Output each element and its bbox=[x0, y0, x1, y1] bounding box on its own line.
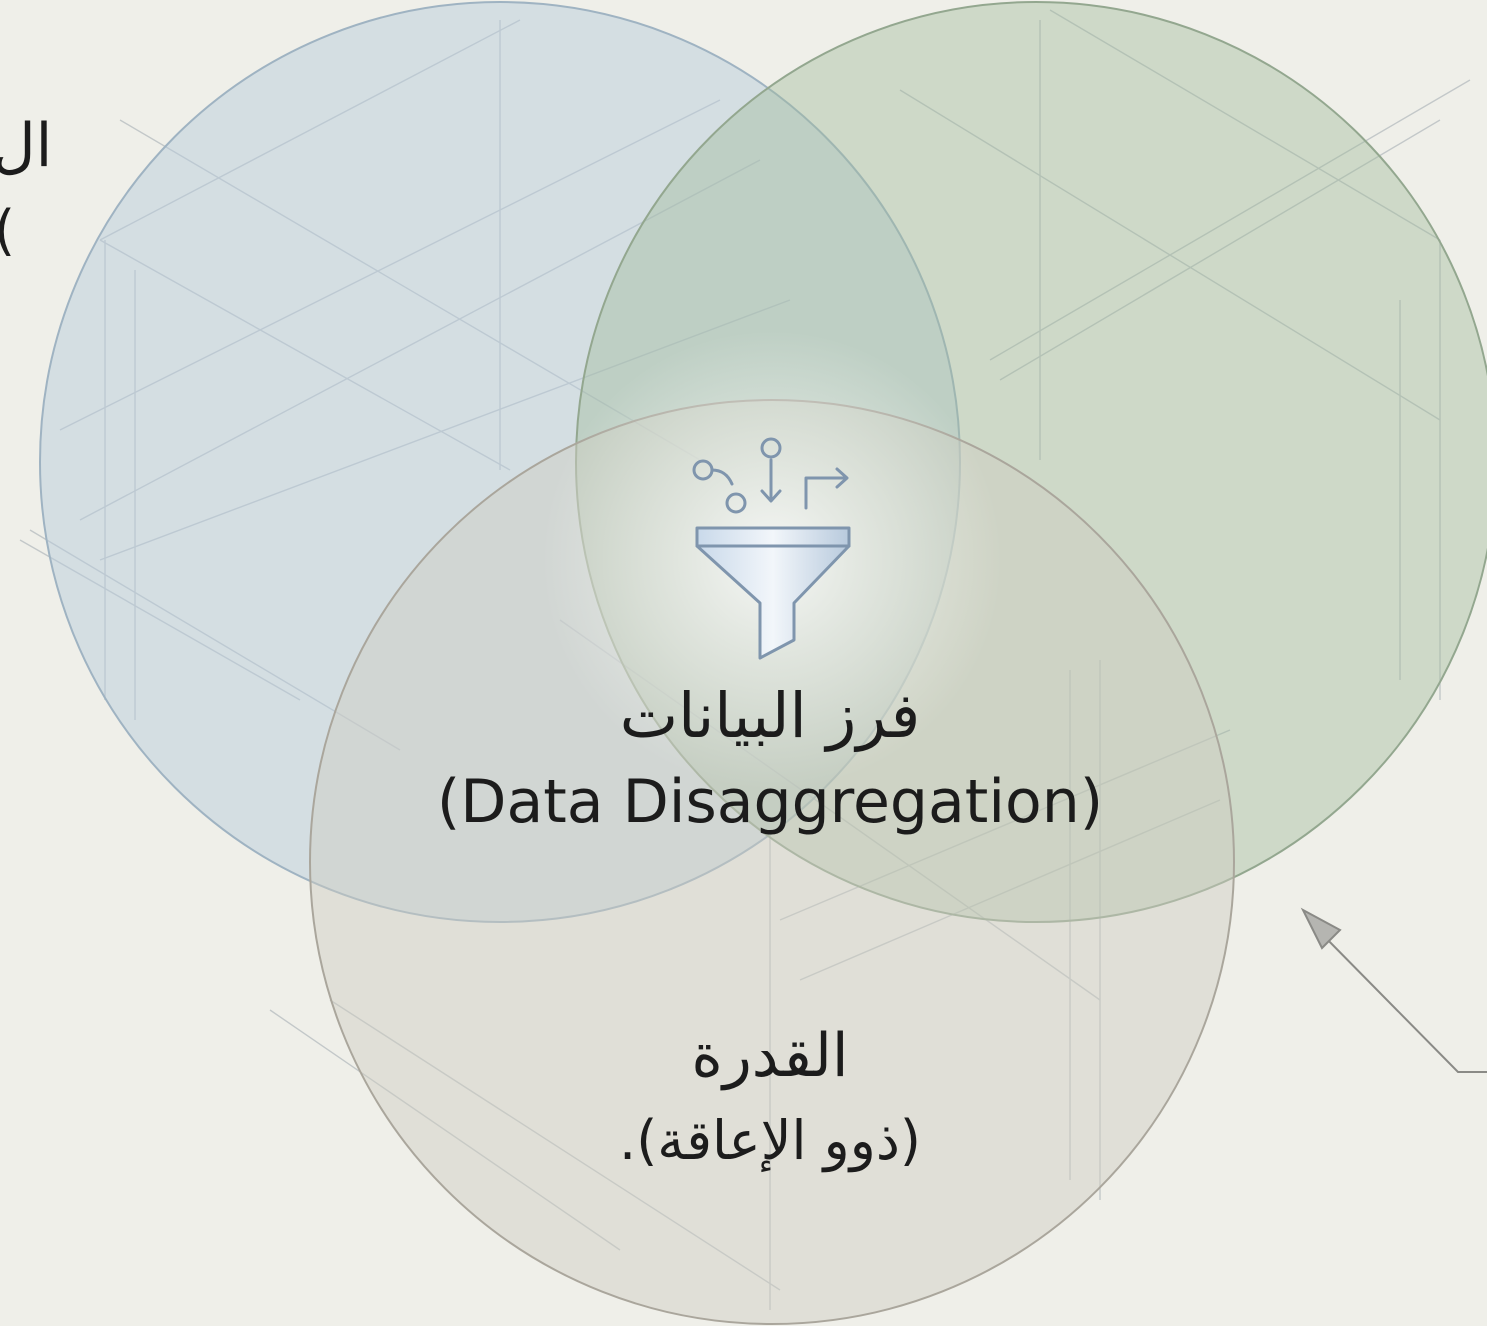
funnel-filter-icon bbox=[692, 437, 851, 660]
pointer-arrow bbox=[1300, 907, 1487, 1073]
left-circle-subtitle-fragment: ( bbox=[0, 199, 15, 262]
center-title: فرز البيانات bbox=[619, 679, 921, 752]
bottom-circle-subtitle: (ذوو الإعاقة). bbox=[619, 1109, 921, 1172]
background-sketch-lines bbox=[19, 9, 1471, 1310]
left-circle-title-fragment: ال bbox=[0, 111, 53, 181]
center-subtitle: (Data Disaggregation) bbox=[436, 767, 1104, 837]
bottom-circle-title: القدرة bbox=[691, 1021, 849, 1091]
